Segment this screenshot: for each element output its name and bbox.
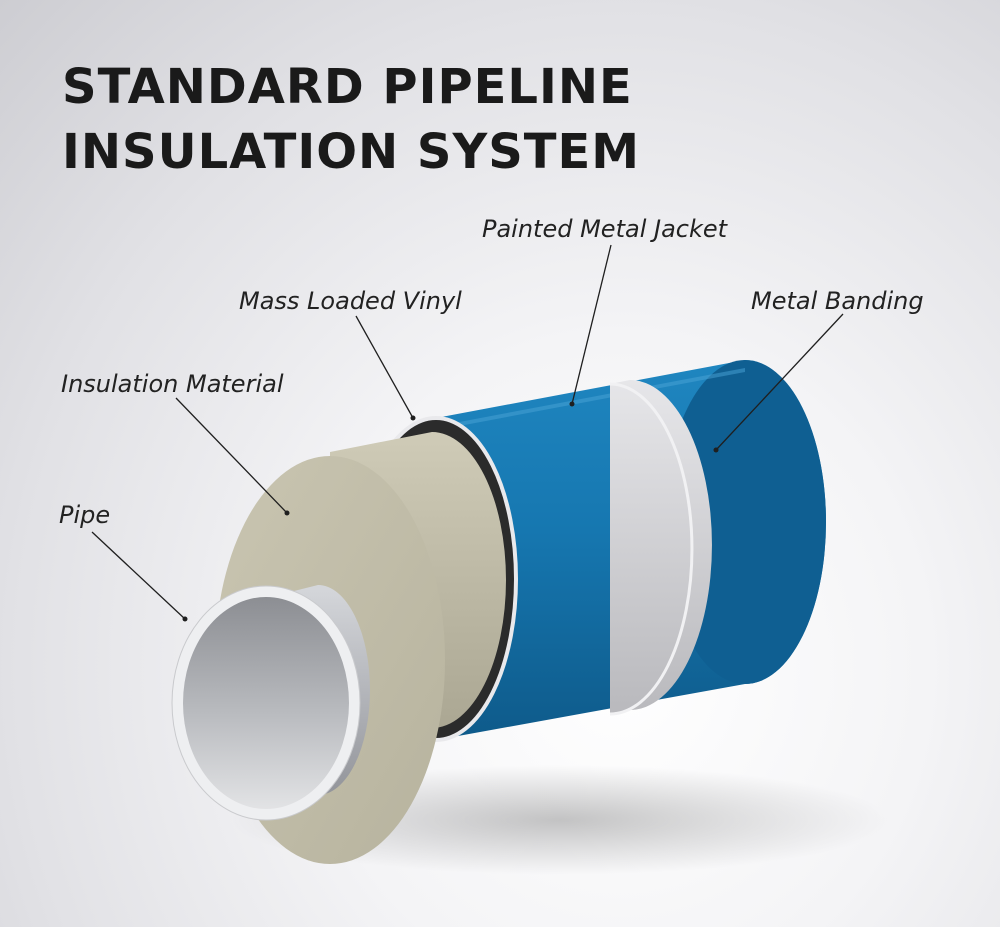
pipe-inner-bore (183, 597, 349, 809)
leader-line-pipe (91, 531, 186, 620)
leader-line-metal-banding (715, 313, 844, 451)
leader-line-mass-loaded-vinyl (355, 315, 414, 419)
metal-banding-front-edge (609, 382, 694, 716)
metal-jacket-highlight (438, 368, 745, 430)
leader-line-painted-metal-jacket (571, 244, 612, 405)
diagram-title-line-1: STANDARD PIPELINE (62, 59, 633, 115)
leader-dot-painted-metal-jacket (569, 401, 575, 407)
leader-line-insulation-material (175, 397, 288, 514)
metal-banding-body (610, 380, 712, 714)
label-painted-metal-jacket: Painted Metal Jacket (482, 215, 728, 243)
label-metal-banding: Metal Banding (751, 287, 924, 315)
label-insulation-material: Insulation Material (61, 370, 284, 398)
leader-dot-mass-loaded-vinyl (410, 415, 416, 421)
leader-dot-metal-banding (713, 447, 719, 453)
label-mass-loaded-vinyl: Mass Loaded Vinyl (239, 287, 462, 315)
leader-dot-insulation-material (284, 510, 290, 516)
label-pipe: Pipe (59, 501, 111, 529)
leader-dot-pipe (182, 616, 188, 622)
diagram-title-line-2: INSULATION SYSTEM (62, 124, 641, 180)
